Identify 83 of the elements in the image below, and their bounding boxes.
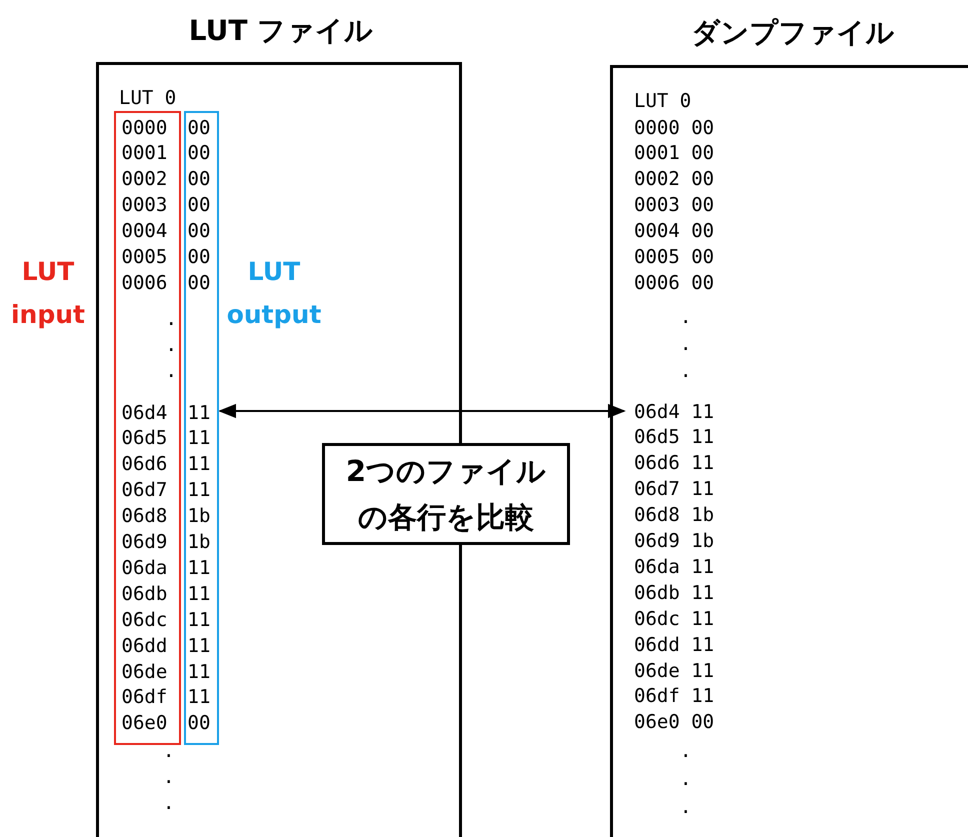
code-line: 06d6 (122, 453, 168, 476)
code-line: 06db 11 (634, 582, 714, 604)
code-line: 0000 (122, 116, 168, 138)
code-line: 0005 00 (634, 246, 714, 268)
code-line: 06de 11 (634, 660, 714, 682)
code-line: 00 (188, 272, 210, 294)
comparison-note: 2つのファイルの各行を比較 (344, 453, 548, 536)
code-line: 00 (188, 220, 210, 242)
code-line: 06de (122, 660, 168, 682)
code-line: 06e0 (122, 712, 168, 734)
ellipsis-dot: . (163, 740, 174, 762)
ellipsis-dot: . (166, 360, 177, 382)
code-line: 11 (188, 402, 210, 424)
ellipsis-dot: . (166, 308, 177, 330)
code-line: 06d8 (122, 505, 168, 528)
code-line: 1b (188, 505, 210, 528)
code-line: 0000 00 (634, 116, 714, 138)
code-line: 06df (122, 686, 168, 708)
code-line: 00 (188, 116, 210, 138)
code-line: 0004 (122, 220, 168, 242)
code-line: 11 (188, 608, 210, 631)
code-line: 06d5 (122, 427, 168, 450)
code-line: 06d6 11 (634, 452, 714, 474)
input-column-frame (114, 111, 181, 745)
code-line: 11 (188, 660, 210, 682)
ellipsis-dot: . (680, 332, 692, 354)
code-line: 0006 (122, 272, 168, 294)
code-line: 0002 (122, 168, 168, 190)
code-line: 0001 00 (634, 142, 714, 164)
code-line: 0005 (122, 246, 168, 268)
note-box (322, 443, 570, 545)
column-label: LUT output (226, 256, 322, 331)
code-line: 11 (188, 556, 210, 579)
code-line: 0006 00 (634, 272, 714, 294)
ellipsis-dot: . (163, 792, 174, 814)
code-line: 06d5 11 (634, 426, 714, 448)
code-line: 06dc (122, 608, 168, 631)
code-line: LUT 0 (634, 90, 692, 112)
code-line: 06d9 (122, 531, 168, 553)
ellipsis-dot: . (680, 740, 692, 762)
code-line: 06d7 (122, 479, 168, 502)
code-line: 06d8 1b (634, 504, 714, 526)
code-line: 00 (188, 194, 210, 216)
code-line: 11 (188, 686, 210, 708)
code-line: 0001 (122, 142, 168, 164)
code-line: 11 (188, 453, 210, 476)
column-label: LUT input (10, 256, 86, 331)
code-line: 11 (188, 427, 210, 450)
code-line: 00 (188, 712, 210, 734)
double-arrow (218, 404, 626, 418)
code-line: 0003 (122, 194, 168, 216)
code-line: 0004 00 (634, 220, 714, 242)
code-line: 06df 11 (634, 685, 714, 708)
code-line: 00 (188, 168, 210, 190)
code-line: 06dd (122, 634, 168, 657)
code-line: 06d9 1b (634, 530, 714, 552)
code-line: 06db (122, 582, 168, 605)
code-line: 06dd 11 (634, 634, 714, 656)
code-line: 00 (188, 142, 210, 164)
ellipsis-dot: . (680, 768, 692, 790)
code-line: 06d7 11 (634, 478, 714, 500)
code-line: 06e0 00 (634, 711, 714, 734)
file-heading: LUT ファイル (188, 14, 374, 48)
ellipsis-dot: . (680, 306, 692, 328)
code-line: 06da 11 (634, 556, 714, 578)
output-column-frame (184, 111, 219, 745)
code-line: LUT 0 (119, 86, 176, 108)
ellipsis-dot: . (163, 766, 174, 788)
ellipsis-dot: . (680, 796, 692, 818)
code-line: 11 (188, 634, 210, 657)
code-line: 1b (188, 531, 210, 553)
code-line: 06dc 11 (634, 608, 714, 630)
code-line: 00 (188, 246, 210, 268)
code-line: 11 (188, 582, 210, 605)
file-heading: ダンプファイル (692, 16, 894, 50)
code-line: 0003 00 (634, 194, 714, 216)
code-line: 11 (188, 479, 210, 502)
code-line: 06da (122, 556, 168, 579)
ellipsis-dot: . (680, 360, 692, 382)
ellipsis-dot: . (166, 334, 177, 356)
code-line: 06d4 11 (634, 400, 714, 422)
code-line: 06d4 (122, 402, 168, 424)
code-line: 0002 00 (634, 168, 714, 190)
